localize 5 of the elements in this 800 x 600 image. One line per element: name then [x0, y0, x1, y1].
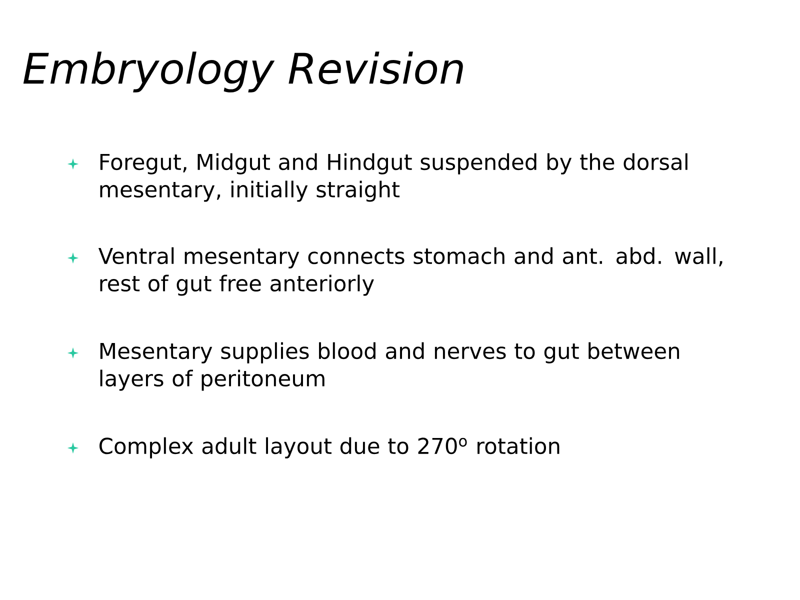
slide-title: Embryology Revision — [23, 52, 463, 92]
bullet-text: Foregut, Midgut and Hindgut suspended by the dorsal mesentary, initially straight — [100, 153, 688, 202]
bullet-text: Complex adult layout due to 270$^{o}$ rotation — [100, 437, 560, 458]
bullet-text: Ventral mesentary connects stomach and ant. abd. wall, rest of gut free anteriorly — [98, 247, 722, 296]
bullet-text: Mesentary supplies blood and nerves to gut between layers of peritoneum — [100, 342, 680, 391]
